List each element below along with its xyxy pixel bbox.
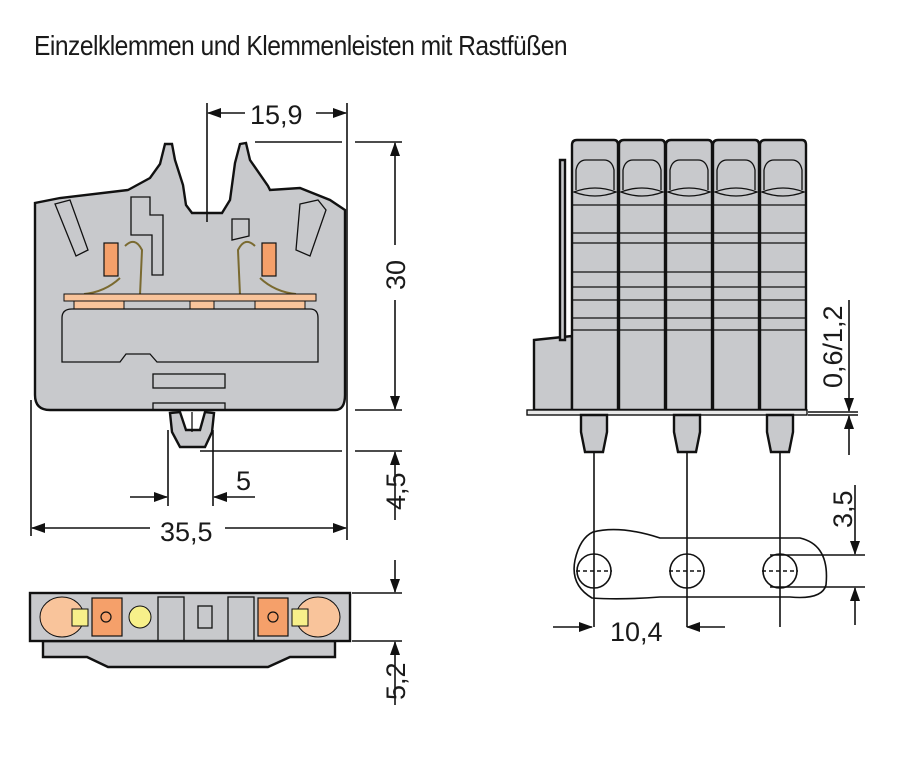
dim-foot-height: 4,5 xyxy=(381,472,411,510)
module-oval xyxy=(713,187,759,197)
dim-plate-thickness: 0,6/1,2 xyxy=(818,305,848,388)
module-top-detail xyxy=(575,159,615,190)
drawing-title: Einzelklemmen und Klemmenleisten mit Ras… xyxy=(34,30,568,61)
module-oval xyxy=(760,187,806,197)
module-top-detail xyxy=(716,159,756,190)
side-view-rail xyxy=(526,138,808,627)
din-rail xyxy=(526,409,808,416)
terminal-module xyxy=(617,138,667,412)
module-oval xyxy=(619,187,665,197)
front-view xyxy=(33,141,347,449)
front-dimensions: 15,9 30 4,5 5 35,5 xyxy=(30,100,411,547)
dim-foot-width: 5 xyxy=(236,466,251,496)
side-dimensions: 0,6/1,2 xyxy=(808,300,858,455)
snap-foot xyxy=(672,413,702,454)
snap-foot xyxy=(579,413,609,454)
dim-bottom-height: 5,2 xyxy=(381,662,411,700)
terminal-module xyxy=(664,138,714,412)
module-oval xyxy=(572,187,618,197)
busbar xyxy=(63,293,317,302)
terminal-module xyxy=(570,138,620,412)
module-top-detail xyxy=(669,159,709,190)
dim-width-top: 15,9 xyxy=(250,100,303,130)
module-top-detail xyxy=(622,159,662,190)
module-oval xyxy=(666,187,712,197)
snap-foot xyxy=(765,413,795,454)
top-view xyxy=(28,591,352,669)
dim-height-main: 30 xyxy=(381,260,411,290)
mounting-hole-pattern: 3,5 10,4 xyxy=(553,485,865,647)
terminal-module xyxy=(758,138,808,412)
top-dimensions: 5,2 xyxy=(352,560,411,705)
dim-total-width: 35,5 xyxy=(160,517,213,547)
dim-hole-diameter: 3,5 xyxy=(828,490,858,528)
dim-pitch: 10,4 xyxy=(610,617,663,647)
terminal-module xyxy=(711,138,761,412)
module-top-detail xyxy=(763,159,803,190)
